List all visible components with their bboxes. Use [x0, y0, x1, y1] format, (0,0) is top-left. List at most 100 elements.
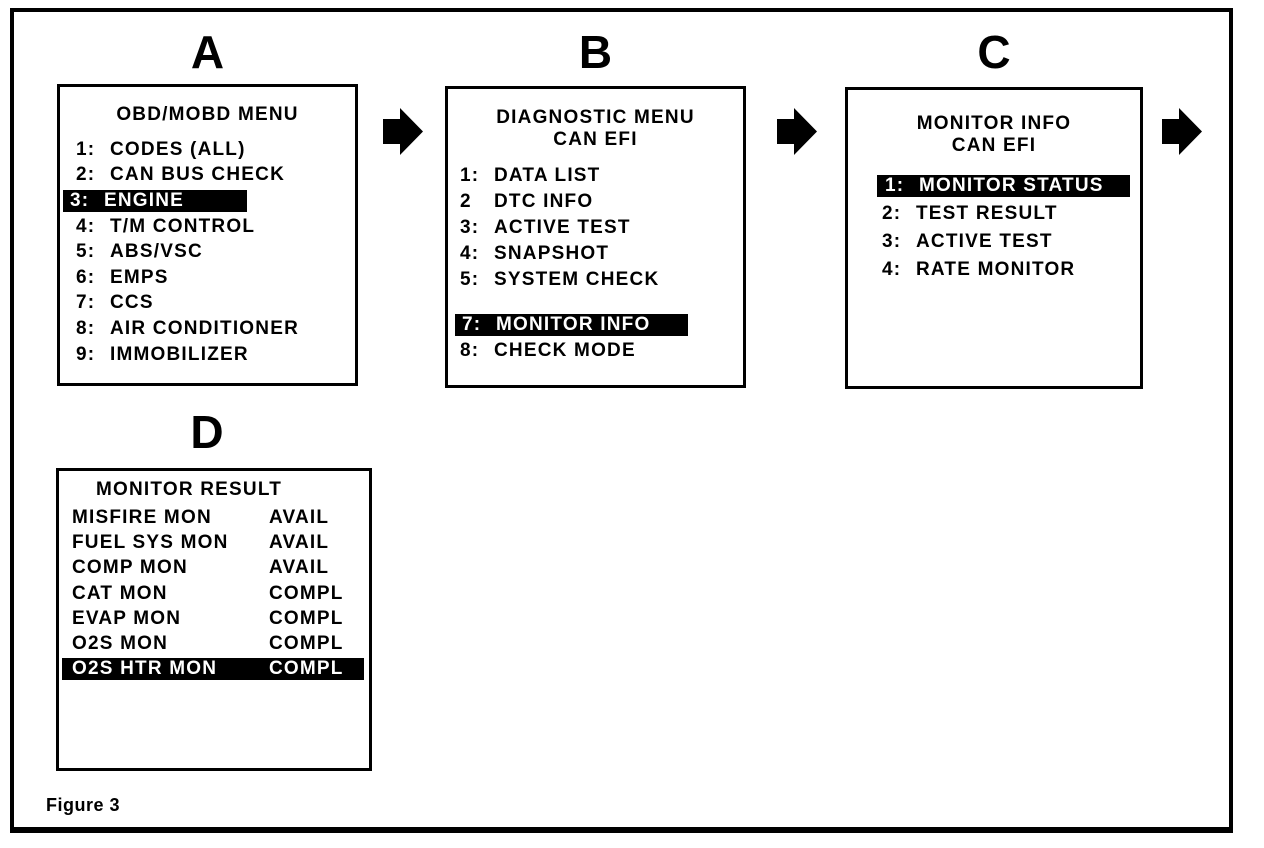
- menu-item-number: 7:: [462, 314, 482, 335]
- monitor-name: O2S MON: [72, 633, 169, 655]
- monitor-status: COMPL: [269, 633, 344, 655]
- screen-title: OBD/MOBD MENU: [116, 104, 299, 125]
- monitor-name: MISFIRE MON: [72, 506, 212, 528]
- monitor-name: EVAP MON: [72, 607, 182, 629]
- menu-item-label: ACTIVE TEST: [494, 217, 631, 238]
- menu-item-label: EMPS: [110, 266, 169, 288]
- flow-arrow-icon: [1162, 108, 1202, 155]
- menu-item-label: DTC INFO: [494, 191, 594, 212]
- menu-item-number: 1:: [460, 165, 480, 186]
- menu-item-number: 5:: [76, 241, 96, 263]
- menu-item-number: 2:: [76, 164, 96, 186]
- menu-item: 1: CODES (ALL): [60, 137, 355, 163]
- menu-item-label: TEST RESULT: [916, 203, 1058, 224]
- screen-monitor-info: MONITOR INFO CAN EFI 1: MONITOR STATUS 2:…: [845, 87, 1143, 389]
- monitor-status: AVAIL: [269, 557, 330, 579]
- menu-list: 1: DATA LIST 2 DTC INFO 3: ACTIVE TEST 4:SN…: [448, 163, 743, 364]
- menu-item-label: SNAPSHOT: [494, 243, 610, 264]
- monitor-name: COMP MON: [72, 557, 188, 579]
- menu-list: 1: MONITOR STATUS 2: TEST RESULT 3: ACTIVE …: [848, 172, 1140, 284]
- panel-label-d: D: [190, 406, 224, 458]
- panel-label-b: B: [578, 26, 613, 78]
- menu-item: 4: T/M CONTROL: [60, 214, 355, 240]
- screen-title-line2: CAN EFI: [553, 129, 638, 150]
- menu-item: 3: ACTIVE TEST: [848, 228, 1140, 256]
- figure-caption: Figure 3: [46, 795, 121, 815]
- menu-item-label: AIR CONDITIONER: [110, 317, 299, 339]
- menu-item: 2 DTC INFO: [448, 189, 743, 215]
- menu-item-label: ENGINE: [104, 189, 185, 211]
- monitor-status: AVAIL: [269, 506, 330, 528]
- monitor-status: COMPL: [269, 658, 344, 680]
- menu-item-label: RATE MONITOR: [916, 259, 1076, 280]
- menu-item-label: T/M CONTROL: [110, 215, 256, 237]
- menu-item-label: MONITOR INFO: [496, 314, 651, 335]
- screen-obd-mobd-menu: OBD/MOBD MENU 1: CODES (ALL) 2: CAN BUS CH…: [57, 84, 358, 386]
- panel-label-a: A: [190, 26, 225, 78]
- menu-item: 2: CAN BUS CHECK: [60, 163, 355, 189]
- monitor-row-selected: O2S HTR MON COMPL: [59, 657, 369, 682]
- menu-item-number: 7:: [76, 292, 96, 314]
- monitor-result-table: MISFIRE MON AVAIL FUEL SYS MON AVAIL COMP …: [59, 505, 369, 682]
- menu-item: 7: CCS: [60, 291, 355, 317]
- menu-item: 9: IMMOBILIZER: [60, 342, 355, 368]
- screen-title-line2: CAN EFI: [951, 135, 1037, 156]
- menu-item-label: CHECK MODE: [494, 340, 636, 361]
- menu-item: 8: CHECK MODE: [448, 338, 743, 364]
- screen-monitor-result: MONITOR RESULT MISFIRE MON AVAIL FUEL SYS…: [56, 468, 372, 771]
- monitor-row: O2S MON COMPL: [59, 631, 369, 656]
- menu-item-label: ACTIVE TEST: [916, 231, 1053, 252]
- screen-title-line1: MONITOR INFO: [916, 113, 1072, 134]
- menu-item: 8: AIR CONDITIONER: [60, 316, 355, 342]
- menu-item-label: ABS/VSC: [110, 241, 203, 263]
- monitor-row: FUEL SYS MON AVAIL: [59, 530, 369, 555]
- menu-item-selected: 3: ENGINE: [60, 188, 355, 214]
- menu-item: 5: SYSTEM CHECK: [448, 267, 743, 293]
- menu-item: 1: DATA LIST: [448, 163, 743, 189]
- monitor-name: O2S HTR MON: [72, 658, 218, 680]
- menu-item-number: 3:: [882, 231, 902, 252]
- menu-gap: [448, 293, 743, 312]
- menu-list: 1: CODES (ALL) 2: CAN BUS CHECK 3: ENGINE 4…: [60, 137, 355, 367]
- menu-item: 3: ACTIVE TEST: [448, 215, 743, 241]
- screen-diagnostic-menu: DIAGNOSTIC MENU CAN EFI 1: DATA LIST 2 DTC…: [445, 86, 746, 388]
- monitor-row: COMP MON AVAIL: [59, 556, 369, 581]
- screen-title: MONITOR RESULT: [96, 479, 283, 500]
- menu-item: 6: EMPS: [60, 265, 355, 291]
- menu-item: 4:SNAPSHOT: [448, 241, 743, 267]
- monitor-row: EVAP MON COMPL: [59, 606, 369, 631]
- menu-item-label: SYSTEM CHECK: [494, 269, 660, 290]
- menu-item-number: 2:: [882, 203, 902, 224]
- menu-item-number: 1:: [885, 175, 905, 196]
- menu-item-number: 3:: [70, 189, 90, 211]
- menu-item-number: 6:: [76, 266, 96, 288]
- monitor-name: CAT MON: [72, 582, 168, 604]
- menu-item-label: CAN BUS CHECK: [110, 164, 285, 186]
- menu-item-number: 4:: [882, 259, 902, 280]
- menu-item-number: 2: [460, 191, 472, 212]
- menu-item-label: CCS: [110, 292, 154, 314]
- menu-item-number: 1:: [76, 138, 96, 160]
- menu-item-label: CODES (ALL): [110, 138, 246, 160]
- monitor-row: CAT MON COMPL: [59, 581, 369, 606]
- menu-item-number: 5:: [460, 269, 480, 290]
- menu-item-selected: 7: MONITOR INFO: [448, 312, 743, 338]
- menu-item-number: 9:: [76, 343, 96, 365]
- monitor-status: COMPL: [269, 607, 344, 629]
- menu-item-number: 8:: [460, 340, 480, 361]
- menu-item-label: IMMOBILIZER: [110, 343, 249, 365]
- menu-item-selected: 1: MONITOR STATUS: [848, 172, 1140, 200]
- screen-title-line1: DIAGNOSTIC MENU: [496, 107, 695, 128]
- monitor-status: AVAIL: [269, 531, 330, 553]
- menu-item: 4: RATE MONITOR: [848, 256, 1140, 284]
- panel-label-c: C: [977, 26, 1011, 78]
- monitor-status: COMPL: [269, 582, 344, 604]
- monitor-row: MISFIRE MON AVAIL: [59, 505, 369, 530]
- menu-item-label: DATA LIST: [494, 165, 601, 186]
- monitor-name: FUEL SYS MON: [72, 531, 229, 553]
- menu-item-label: MONITOR STATUS: [919, 175, 1104, 196]
- menu-item-number: 3:: [460, 217, 480, 238]
- flow-arrow-icon: [383, 108, 423, 155]
- menu-item-number: 4:: [76, 215, 96, 237]
- menu-item-number: 8:: [76, 317, 96, 339]
